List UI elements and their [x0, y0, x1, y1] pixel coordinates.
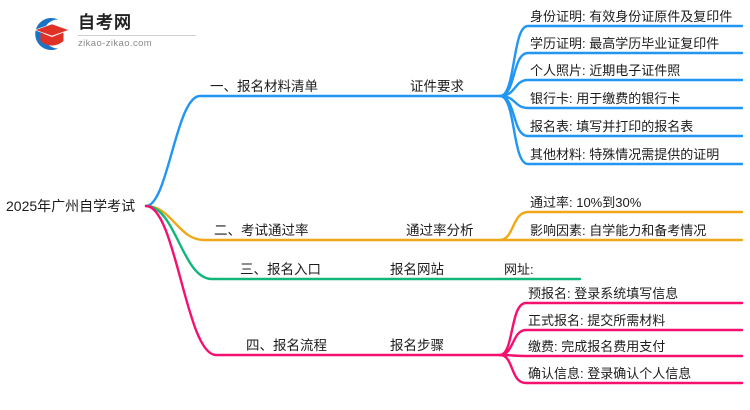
- mindmap-root-label[interactable]: 2025年广州自学考试: [6, 198, 136, 214]
- leaf-4-3[interactable]: 缴费: 完成报名费用支付: [528, 339, 666, 354]
- leaf-2-1[interactable]: 通过率: 10%到30%: [530, 195, 642, 210]
- branch-label-2[interactable]: 二、考试通过率: [214, 223, 309, 238]
- leaf-1-6[interactable]: 其他材料: 特殊情况需提供的证明: [530, 147, 720, 162]
- leaf-1-2[interactable]: 学历证明: 最高学历毕业证复印件: [530, 36, 720, 51]
- graduation-cap-icon: [28, 14, 72, 54]
- leaf-2-2[interactable]: 影响因素: 自学能力和备考情况: [530, 223, 707, 238]
- branch-sublabel-3[interactable]: 报名网站: [390, 262, 444, 277]
- branch-label-1[interactable]: 一、报名材料清单: [210, 79, 318, 94]
- leaf-4-1[interactable]: 预报名: 登录系统填写信息: [528, 286, 679, 301]
- branch-sublabel-4[interactable]: 报名步骤: [390, 338, 444, 353]
- branch-sublabel-2[interactable]: 通过率分析: [406, 223, 474, 238]
- branch-sublabel-1[interactable]: 证件要求: [410, 79, 464, 94]
- branch-label-4[interactable]: 四、报名流程: [246, 338, 327, 353]
- branch1-connectors: [144, 24, 744, 208]
- leaf-1-4[interactable]: 银行卡: 用于缴费的银行卡: [530, 91, 681, 106]
- leaf-4-4[interactable]: 确认信息: 登录确认个人信息: [528, 366, 692, 381]
- leaf-1-3[interactable]: 个人照片: 近期电子证件照: [530, 63, 681, 78]
- branch-label-3[interactable]: 三、报名入口: [240, 262, 321, 277]
- logo-wordmark: 自考网 zikao-zikao.com: [78, 12, 208, 49]
- leaf-1-1[interactable]: 身份证明: 有效身份证原件及复印件: [530, 9, 733, 24]
- leaf-4-2[interactable]: 正式报名: 提交所需材料: [528, 313, 666, 328]
- leaf-3-1[interactable]: 网址:: [504, 262, 534, 277]
- site-logo: 自考网 zikao-zikao.com: [28, 12, 208, 56]
- logo-name-cn: 自考网: [78, 12, 196, 36]
- logo-name-en: zikao-zikao.com: [78, 38, 153, 49]
- leaf-1-5[interactable]: 报名表: 填写并打印的报名表: [530, 119, 694, 134]
